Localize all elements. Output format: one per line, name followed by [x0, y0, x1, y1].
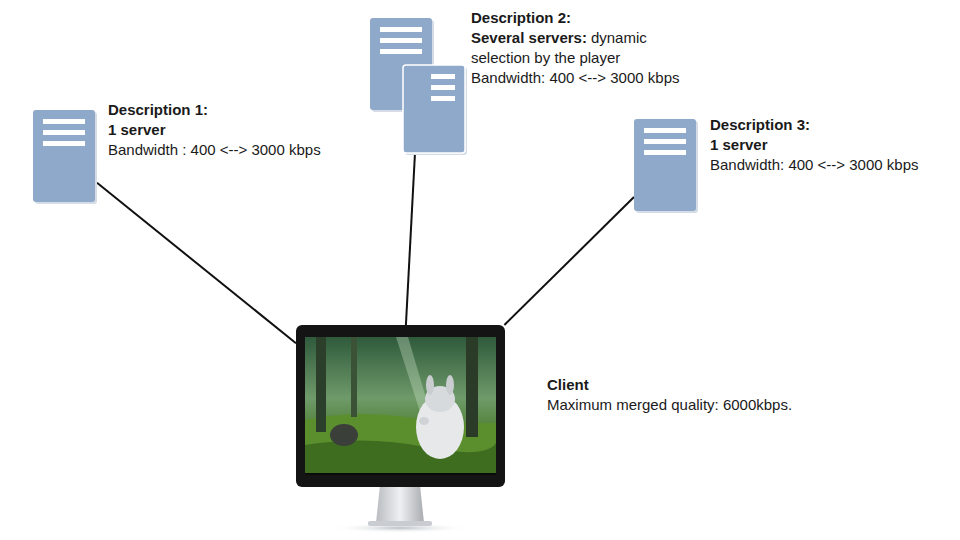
server-node: Description 3:1 serverBandwidth: 400 <--…	[634, 119, 697, 213]
node-body: Bandwidth: 400 <--> 3000 kbps	[710, 155, 950, 175]
node-icon	[370, 18, 467, 155]
node-text-group: Description 3:1 serverBandwidth: 400 <--…	[710, 115, 950, 175]
node-body: Maximum merged quality: 6000kbps.	[547, 395, 827, 415]
node-text-group: Description 1:1 serverBandwidth : 400 <-…	[108, 100, 368, 160]
node-heading: Description 1:	[108, 100, 368, 120]
node-heading: 1 server	[108, 120, 368, 140]
node-body: Bandwidth : 400 <--> 3000 kbps	[108, 140, 368, 160]
node-icon	[634, 119, 697, 213]
network-link	[504, 197, 634, 325]
network-link	[97, 183, 296, 343]
node-heading: Several servers:	[471, 29, 587, 46]
node-heading: Description 2:	[471, 8, 686, 28]
node-body: Bandwidth: 400 <--> 3000 kbps	[471, 68, 686, 88]
client-monitor: ClientMaximum merged quality: 6000kbps.	[296, 325, 505, 530]
node-icon	[33, 110, 97, 204]
server-group-node: Description 2:Several servers:dynamic se…	[370, 18, 467, 155]
node-text-group: Description 2:Several servers:dynamic se…	[471, 8, 686, 88]
node-heading: Description 3:	[710, 115, 950, 135]
node-icon	[296, 325, 505, 530]
server-node: Description 1:1 serverBandwidth : 400 <-…	[33, 110, 97, 204]
node-heading: Client	[547, 375, 827, 395]
node-heading: 1 server	[710, 135, 950, 155]
network-link	[406, 155, 415, 325]
node-text-group: ClientMaximum merged quality: 6000kbps.	[547, 375, 827, 415]
